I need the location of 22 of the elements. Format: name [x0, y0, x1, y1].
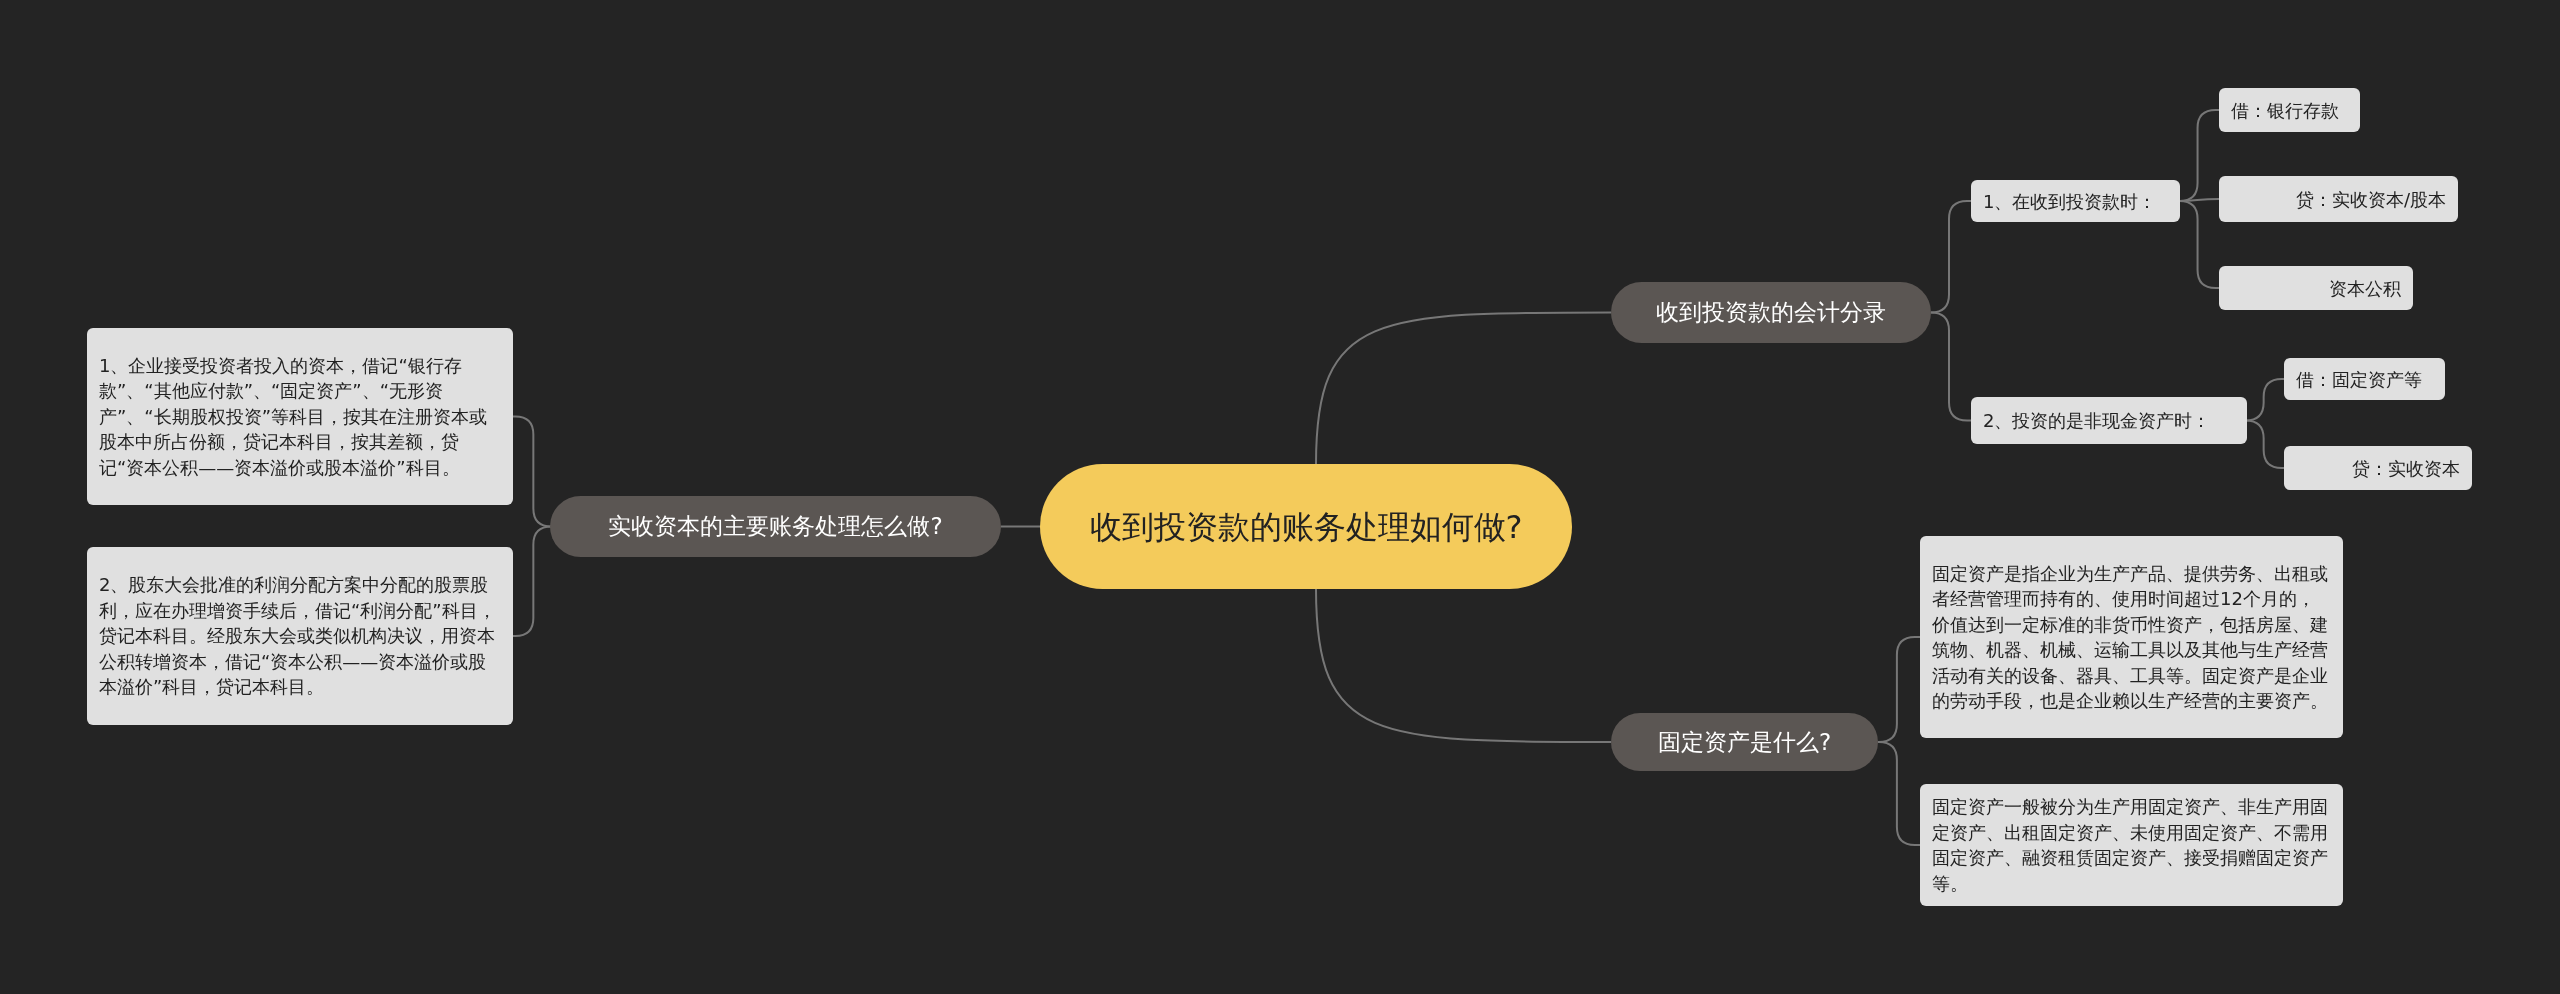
connector-line [1877, 741, 1921, 846]
subtopic-box: 资本公积 [2219, 266, 2413, 310]
branch-topic: 实收资本的主要账务处理怎么做? [550, 496, 1001, 557]
central-topic: 收到投资款的账务处理如何做? [1040, 464, 1572, 589]
note-box: 2、股东大会批准的利润分配方案中分配的股票股利，应在办理增资手续后，借记“利润分配”科目，贷记本科目。经股东大会或类似机构决议，用资本公积转增资本，借记“资本公积——资本溢价或股本溢价”科目，贷记本科目。 [87, 547, 513, 725]
connector-line [1000, 525, 1041, 528]
subtopic-box: 贷：实收资本/股本 [2219, 176, 2458, 222]
connector-line [1930, 311, 1972, 422]
note-box: 固定资产是指企业为生产产品、提供劳务、出租或者经营管理而持有的、使用时间超过12个月的，价值达到一定标准的非货币性资产，包括房屋、建筑物、机器、机械、运输工具以及其他与生产经营活动有关的设备、器具、工具等。固定资产是企业的劳动手段，也是企业赖以生产经营的主要资产。 [1920, 536, 2343, 738]
note-box: 1、企业接受投资者投入的资本，借记“银行存款”、“其他应付款”、“固定资产”、“无形资产”、“长期股权投资”等科目，按其在注册资本或股本中所占份额，贷记本科目，按其差额，贷记“资本公积——资本溢价或股本溢价”科目。 [87, 328, 513, 505]
subtopic-box: 1、在收到投资款时： [1971, 180, 2180, 222]
note-box: 固定资产一般被分为生产用固定资产、非生产用固定资产、出租固定资产、未使用固定资产、不需用固定资产、融资租赁固定资产、接受捐赠固定资产等。 [1920, 784, 2343, 906]
connector-line [1315, 311, 1612, 465]
subtopic-box: 借：银行存款 [2219, 88, 2360, 132]
subtopic-box: 贷：实收资本 [2284, 446, 2472, 490]
subtopic-box: 借：固定资产等 [2284, 358, 2445, 400]
branch-topic: 收到投资款的会计分录 [1611, 282, 1931, 343]
branch-topic: 固定资产是什么? [1611, 713, 1878, 771]
connector-line [1315, 588, 1612, 743]
connector-line [1930, 200, 1972, 314]
connector-line [2178, 200, 2220, 289]
subtopic-box: 2、投资的是非现金资产时： [1971, 397, 2247, 444]
